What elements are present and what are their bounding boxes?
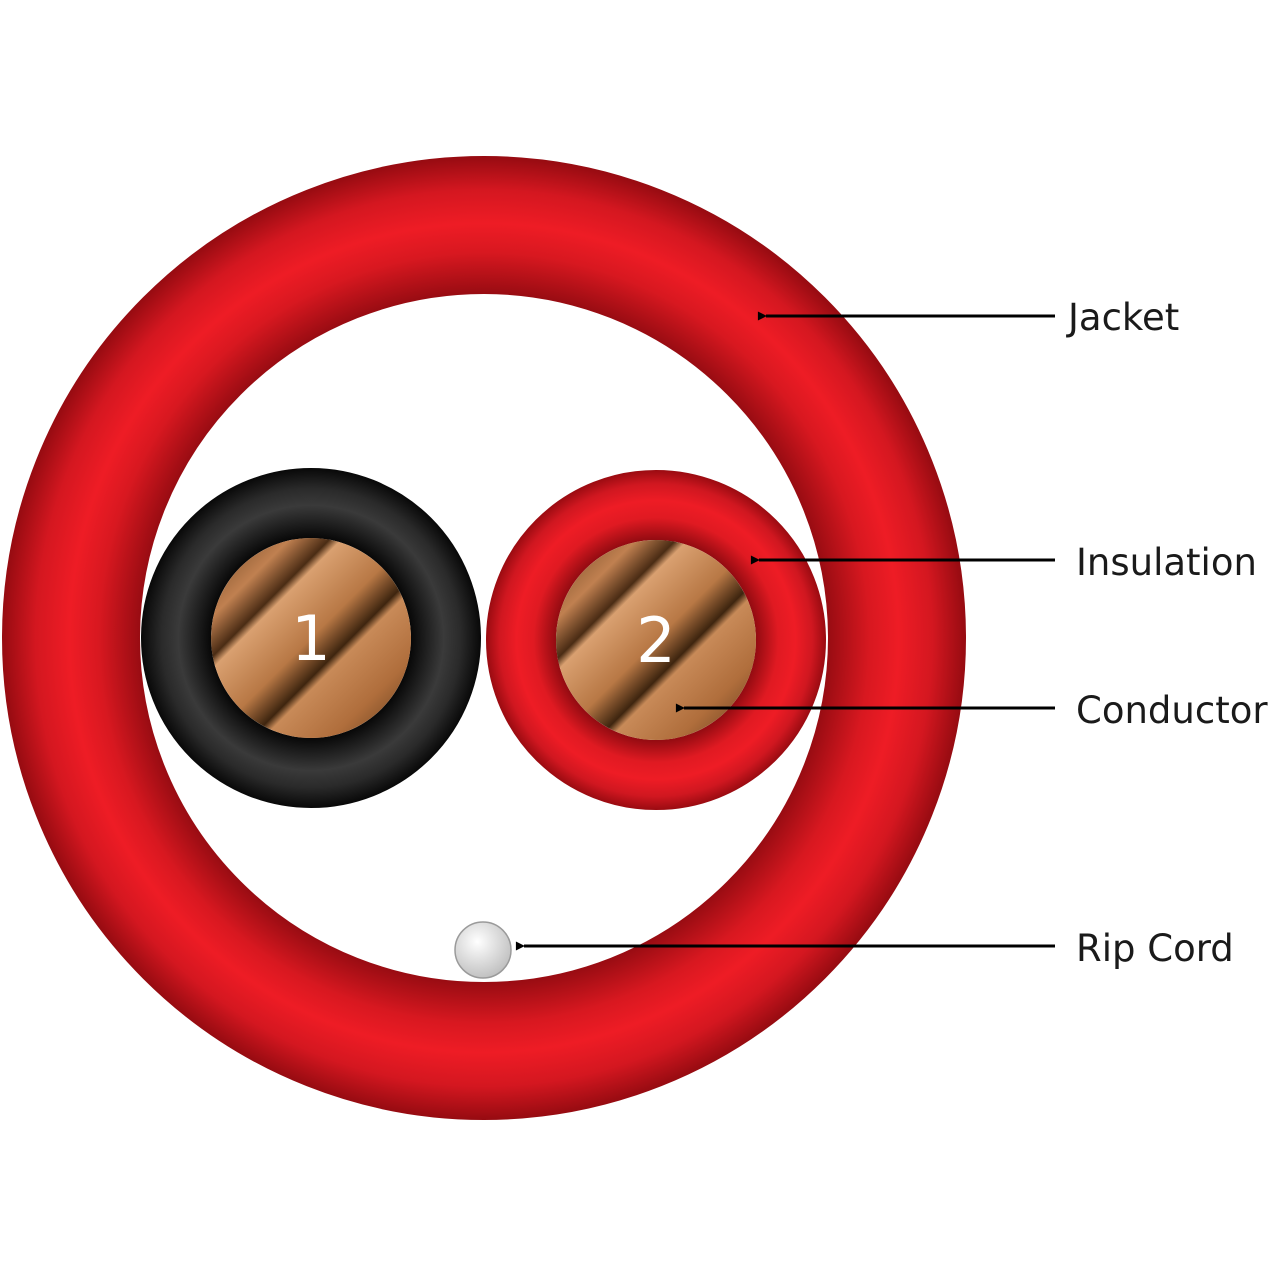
wire-1-insulation [141,468,481,808]
wire-2-conductor [556,540,756,740]
wire-1-number: 1 [291,602,330,675]
wire-2: 2 [486,470,826,810]
rip-cord-label: Rip Cord [1076,927,1234,970]
jacket-label: Jacket [1066,296,1179,339]
insulation-label: Insulation [1076,541,1257,584]
wire-2-number: 2 [636,604,675,677]
conductor-label: Conductor [1076,689,1268,732]
rip-cord [454,921,512,979]
wire-2-insulation [486,470,826,810]
callouts: Jacket Insulation Conductor Rip Cord [515,296,1268,970]
wire-1-conductor [211,538,411,738]
jacket [2,156,966,1120]
wire-1: 1 [141,468,481,808]
